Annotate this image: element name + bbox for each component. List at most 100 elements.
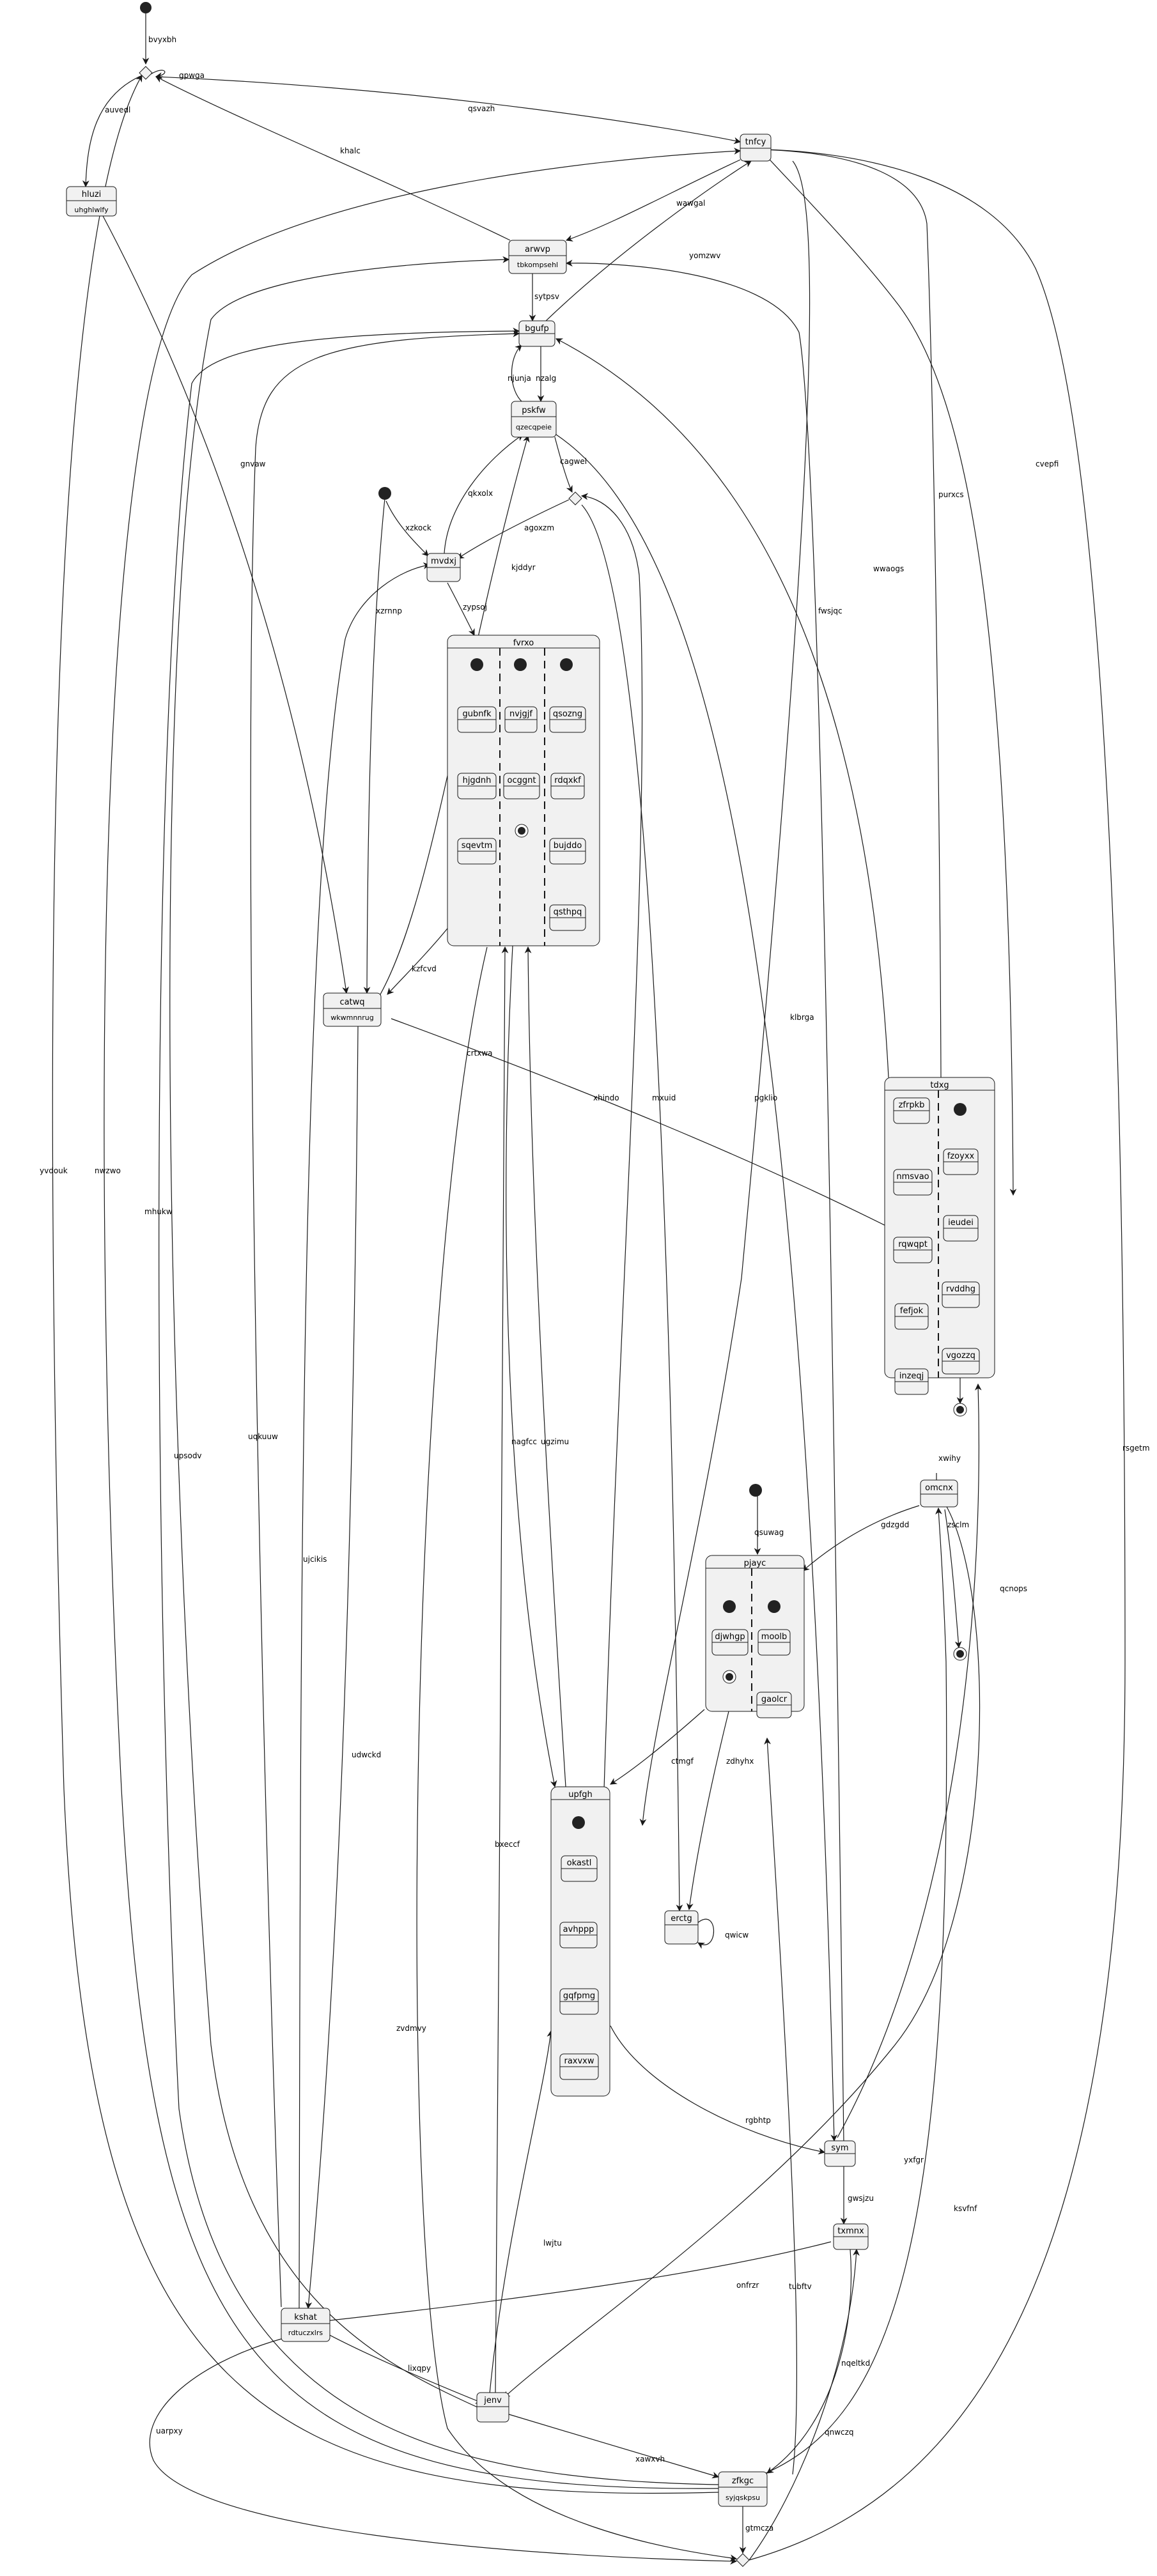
choice-cagwei[interactable] xyxy=(568,491,582,505)
state-pskfw[interactable]: pskfw qzecqpeie xyxy=(511,401,557,438)
state-jenv[interactable]: jenv xyxy=(476,2392,509,2423)
label-bxeccf: bxeccf xyxy=(495,1840,520,1849)
state-sym[interactable]: sym xyxy=(824,2140,856,2167)
composite-title: tdxg xyxy=(930,1081,949,1090)
state-qsthpq[interactable]: qsthpq xyxy=(549,904,586,931)
edge-gnvaw xyxy=(102,214,349,994)
state-name: rqwqpt xyxy=(898,1240,928,1249)
state-moolb[interactable]: moolb xyxy=(757,1629,791,1656)
composite-pjayc[interactable]: pjayc djwhgp moolb gaolcr xyxy=(705,1555,805,1718)
state-tnfcy[interactable]: tnfcy xyxy=(740,134,772,162)
label-gtmcza: gtmcza xyxy=(745,2524,773,2533)
state-catwq[interactable]: catwq wkwmnnrug xyxy=(323,992,382,1027)
state-gqfpmg[interactable]: gqfpmg xyxy=(559,1988,599,2015)
label-xzkock: xzkock xyxy=(405,523,431,532)
label-udwckd: udwckd xyxy=(352,1750,381,1759)
state-gaolcr[interactable]: gaolcr xyxy=(756,1692,792,1718)
initial-region-pjayc-2 xyxy=(768,1600,780,1613)
state-name: ieudei xyxy=(948,1218,974,1228)
state-name: nmsvao xyxy=(896,1172,929,1182)
state-fzoyxx[interactable]: fzoyxx xyxy=(943,1148,979,1175)
label-khalc: khalc xyxy=(340,146,361,155)
state-inzeqj[interactable]: inzeqj xyxy=(894,1368,929,1395)
state-name: djwhgp xyxy=(715,1632,745,1642)
state-hjgdnh[interactable]: hjgdnh xyxy=(457,773,497,799)
state-bgufp[interactable]: bgufp xyxy=(518,320,555,347)
label-qsvazh: qsvazh xyxy=(468,104,495,113)
state-txmnx[interactable]: txmnx xyxy=(833,2223,869,2250)
state-name: hluzi xyxy=(82,190,102,199)
state-ocggnt[interactable]: ocggnt xyxy=(503,773,540,799)
state-fefjok[interactable]: fefjok xyxy=(894,1303,929,1330)
state-vgozzq[interactable]: vgozzq xyxy=(942,1348,980,1375)
final-state-omcnx xyxy=(953,1647,967,1661)
edge-fwsjqc xyxy=(639,160,811,1826)
composite-title: pjayc xyxy=(744,1559,766,1568)
state-nvjgjf[interactable]: nvjgjf xyxy=(504,706,538,733)
state-name: moolb xyxy=(761,1632,787,1642)
choice-bottom[interactable] xyxy=(736,2553,750,2567)
label-xwihy: xwihy xyxy=(938,1454,961,1463)
label-xhindo: xhindo xyxy=(593,1093,619,1102)
state-rqwqpt[interactable]: rqwqpt xyxy=(893,1237,933,1263)
state-gubnfk[interactable]: gubnfk xyxy=(457,706,497,733)
edge-klbrga xyxy=(565,259,844,2145)
composite-fvrxo[interactable]: fvrxo gubnfk hjgdnh sqevtm xyxy=(447,635,600,946)
state-arwvp[interactable]: arwvp tbkompsehl xyxy=(508,240,567,274)
label-kzfcvd: kzfcvd xyxy=(412,964,437,973)
state-name: jenv xyxy=(483,2396,502,2405)
state-nmsvao[interactable]: nmsvao xyxy=(893,1169,933,1196)
state-name: rdqxkf xyxy=(554,776,581,785)
edge-rsgetm xyxy=(749,146,1126,2561)
state-name: zfrpkb xyxy=(899,1100,925,1110)
state-name: qsthpq xyxy=(554,907,582,917)
state-mvdxj[interactable]: mvdxj xyxy=(426,553,461,582)
edge-xhindo xyxy=(580,493,643,1790)
state-name: inzeqj xyxy=(899,1371,924,1381)
label-nwzwo: nwzwo xyxy=(95,1166,121,1175)
label-pgklio: pgklio xyxy=(754,1093,777,1102)
edge-qsvazh xyxy=(155,76,742,144)
state-name: pskfw xyxy=(522,406,546,415)
edge-qcnops xyxy=(837,1383,982,2138)
state-name: avhppp xyxy=(563,1925,594,1934)
composite-tdxg[interactable]: tdxg zfrpkb nmsvao rqwqpt fefjok xyxy=(884,1077,995,1417)
state-erctg[interactable]: erctg xyxy=(664,1910,699,1945)
state-zfrpkb[interactable]: zfrpkb xyxy=(893,1097,930,1124)
edge-yvdouk xyxy=(52,75,719,2494)
state-name: catwq xyxy=(339,998,364,1007)
state-description: qzecqpeie xyxy=(516,423,552,431)
label-gnvaw: gnvaw xyxy=(240,459,266,468)
state-name: erctg xyxy=(671,1914,692,1924)
state-sqevtm[interactable]: sqevtm xyxy=(457,838,497,865)
initial-region-upfgh xyxy=(572,1816,585,1829)
label-tubftv: tubftv xyxy=(789,2282,812,2291)
state-bujddo[interactable]: bujddo xyxy=(549,838,586,865)
state-hluzi[interactable]: hluzi uhghlwlfy xyxy=(66,186,117,217)
state-description: wkwmnnrug xyxy=(330,1014,374,1022)
state-ieudei[interactable]: ieudei xyxy=(943,1215,979,1242)
state-name: okastl xyxy=(567,1858,592,1868)
label-yomzwv: yomzwv xyxy=(689,251,720,260)
state-name: zfkgc xyxy=(732,2476,754,2486)
label-mxuid: mxuid xyxy=(652,1093,676,1102)
state-rvddhg[interactable]: rvddhg xyxy=(942,1281,980,1308)
state-raxvxw[interactable]: raxvxw xyxy=(559,2053,599,2080)
state-zfkgc[interactable]: zfkgc syjqskpsu xyxy=(718,2471,768,2507)
state-name: gubnfk xyxy=(462,709,492,719)
state-avhppp[interactable]: avhppp xyxy=(559,1922,598,1948)
state-djwhgp[interactable]: djwhgp xyxy=(711,1629,749,1656)
label-lwjtu: lwjtu xyxy=(543,2239,562,2248)
edge-gdzgdd xyxy=(802,1505,920,1571)
state-name: txmnx xyxy=(837,2226,864,2236)
choice-top[interactable] xyxy=(139,66,153,80)
edge-rgbhtp xyxy=(610,2025,826,2155)
edge-yxfgr xyxy=(503,1505,981,2398)
state-kshat[interactable]: kshat rdtuczxlrs xyxy=(281,2308,330,2342)
composite-upfgh[interactable]: upfgh okastl avhppp gqfpmg raxvxw xyxy=(550,1786,610,2097)
state-omcnx[interactable]: omcnx xyxy=(920,1479,958,1508)
state-rdqxkf[interactable]: rdqxkf xyxy=(550,773,585,799)
state-okastl[interactable]: okastl xyxy=(561,1855,598,1882)
state-name: qsozng xyxy=(553,709,582,719)
state-qsozng[interactable]: qsozng xyxy=(549,706,586,733)
